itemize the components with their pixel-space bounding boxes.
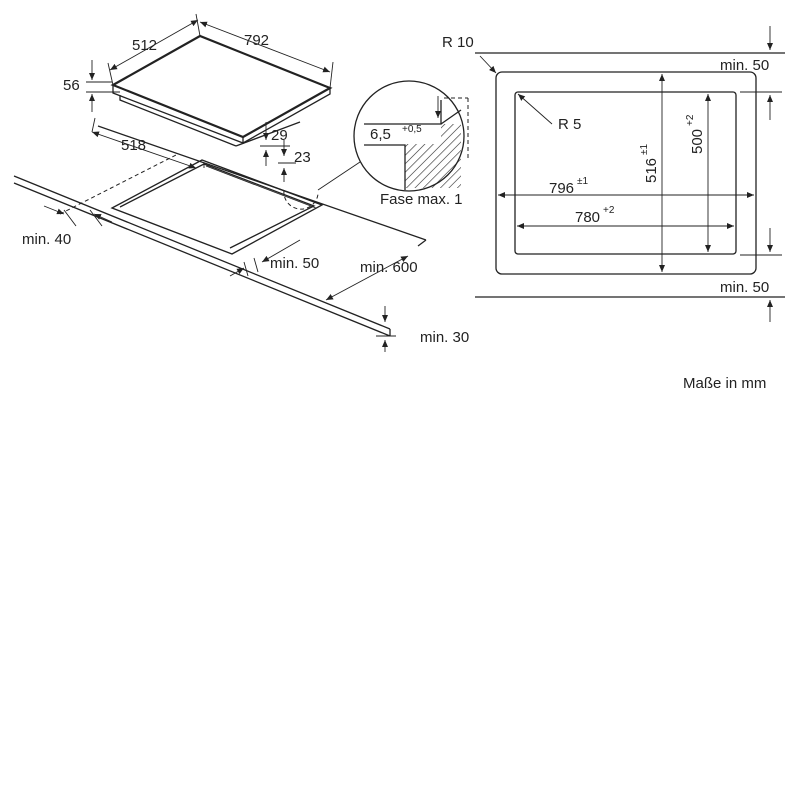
radius-5-label: R 5 — [558, 116, 581, 133]
dimension-512-label: 512 — [132, 37, 157, 54]
hidden-edge — [59, 153, 179, 215]
dimension-min-600-label: min. 600 — [360, 259, 418, 276]
dimension-516-tolerance: ±1 — [639, 144, 650, 155]
min-50-top-label: min. 50 — [720, 57, 769, 74]
chamfer-label: Fase max. 1 — [380, 191, 463, 208]
dimension-23: 23 — [278, 140, 311, 182]
edge-depth-tolerance: +0,5 — [402, 124, 422, 135]
plan-view: R 10 R 5 796 ±1 780 +2 516 ±1 500 +2 min… — [442, 26, 785, 322]
dimension-500-tolerance: +2 — [685, 114, 696, 126]
dimension-min-50-top: min. 50 — [720, 26, 782, 120]
dimension-min-40-label: min. 40 — [22, 231, 71, 248]
dimension-780-tolerance: +2 — [603, 205, 615, 216]
units-note: Maße in mm — [683, 375, 766, 392]
dimension-56: 56 — [63, 60, 120, 112]
dimension-min-30: min. 30 — [376, 306, 469, 352]
dimension-min-50-iso-label: min. 50 — [270, 255, 319, 272]
dimension-29-label: 29 — [271, 127, 288, 144]
dimension-780-label: 780 — [575, 209, 600, 226]
worktop — [13, 125, 427, 337]
dimension-23-label: 23 — [294, 149, 311, 166]
dimension-min-50-iso: min. 50 — [229, 239, 319, 277]
cutout-inner — [514, 91, 737, 255]
dimension-min-50-bottom: min. 50 — [720, 228, 782, 322]
edge-depth-label: 6,5 — [370, 126, 391, 143]
dimension-min-40: min. 40 — [22, 205, 113, 248]
dimension-792-label: 792 — [244, 32, 269, 49]
dimension-56-label: 56 — [63, 77, 80, 94]
worktop-cutout — [110, 159, 324, 255]
isometric-view: 512 792 56 29 23 — [13, 13, 469, 352]
min-50-bottom-label: min. 50 — [720, 279, 769, 296]
radius-10-label: R 10 — [442, 34, 474, 51]
dimension-min-600: min. 600 — [325, 255, 418, 301]
cutout-outer — [495, 71, 757, 275]
dimension-796-tolerance: ±1 — [577, 176, 588, 187]
dimension-500-label: 500 — [689, 129, 706, 154]
dimension-29: 29 — [260, 122, 290, 166]
dimension-518-label: 518 — [121, 137, 146, 154]
dimension-796-label: 796 — [549, 180, 574, 197]
dimension-512: 512 — [107, 13, 201, 86]
dimension-min-30-label: min. 30 — [420, 329, 469, 346]
dimension-792: 792 — [199, 21, 334, 89]
dimension-518: 518 — [91, 117, 197, 169]
dimension-516-label: 516 — [643, 158, 660, 183]
edge-detail: 6,5 +0,5 Fase max. 1 — [317, 80, 469, 208]
